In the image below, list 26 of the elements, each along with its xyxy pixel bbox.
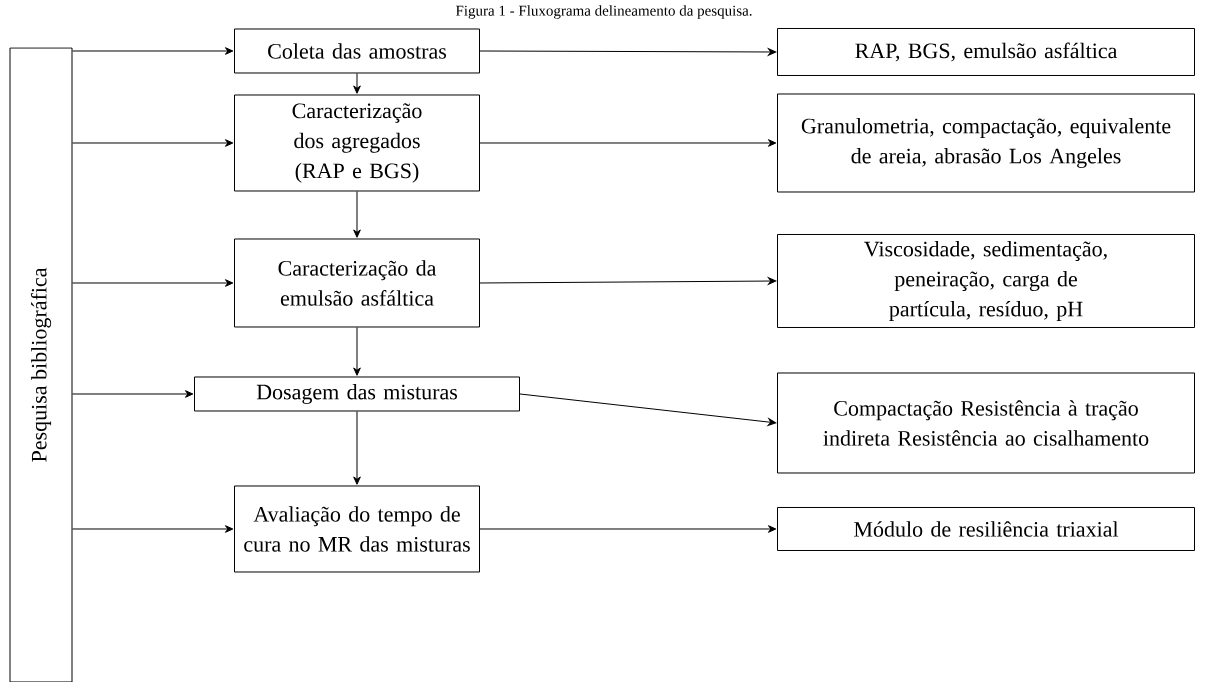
process-box: Coleta das amostras [234,28,480,74]
arrow [353,73,361,94]
arrow [479,139,777,147]
process-box: Caracterização da emulsão asfáltica [234,238,480,328]
arrow [479,277,777,285]
result-box: Compactação Resistência à tração indireta Resistência ao cisalhamento [777,372,1195,474]
result-box: Viscosidade, sedimentação, peneiração, carga de partícula, resíduo, pH [777,234,1195,328]
side-bar-box: Pesquisa bibliográfica [9,47,73,682]
result-box: Granulometria, compactação, equivalente de areia, abrasão Los Angeles [777,93,1195,193]
process-box: Dosagem das misturas [194,376,520,412]
arrow [72,390,194,398]
arrow [72,139,234,147]
process-box: Caracterização dos agregados (RAP e BGS) [234,94,480,192]
arrow [353,191,361,238]
arrow [353,411,361,485]
arrow [72,47,234,55]
arrow [479,525,777,533]
arrow [72,279,234,287]
caption: Figura 1 - Fluxograma delineamento da pesquisa. [455,5,752,19]
result-box: Módulo de resiliência triaxial [777,507,1195,551]
result-box: RAP, BGS, emulsão asfáltica [777,28,1195,76]
arrow [479,48,777,56]
process-box: Avaliação do tempo de cura no MR das misturas [234,485,480,573]
arrow [519,393,777,426]
arrow [72,525,234,533]
arrow [353,327,361,376]
